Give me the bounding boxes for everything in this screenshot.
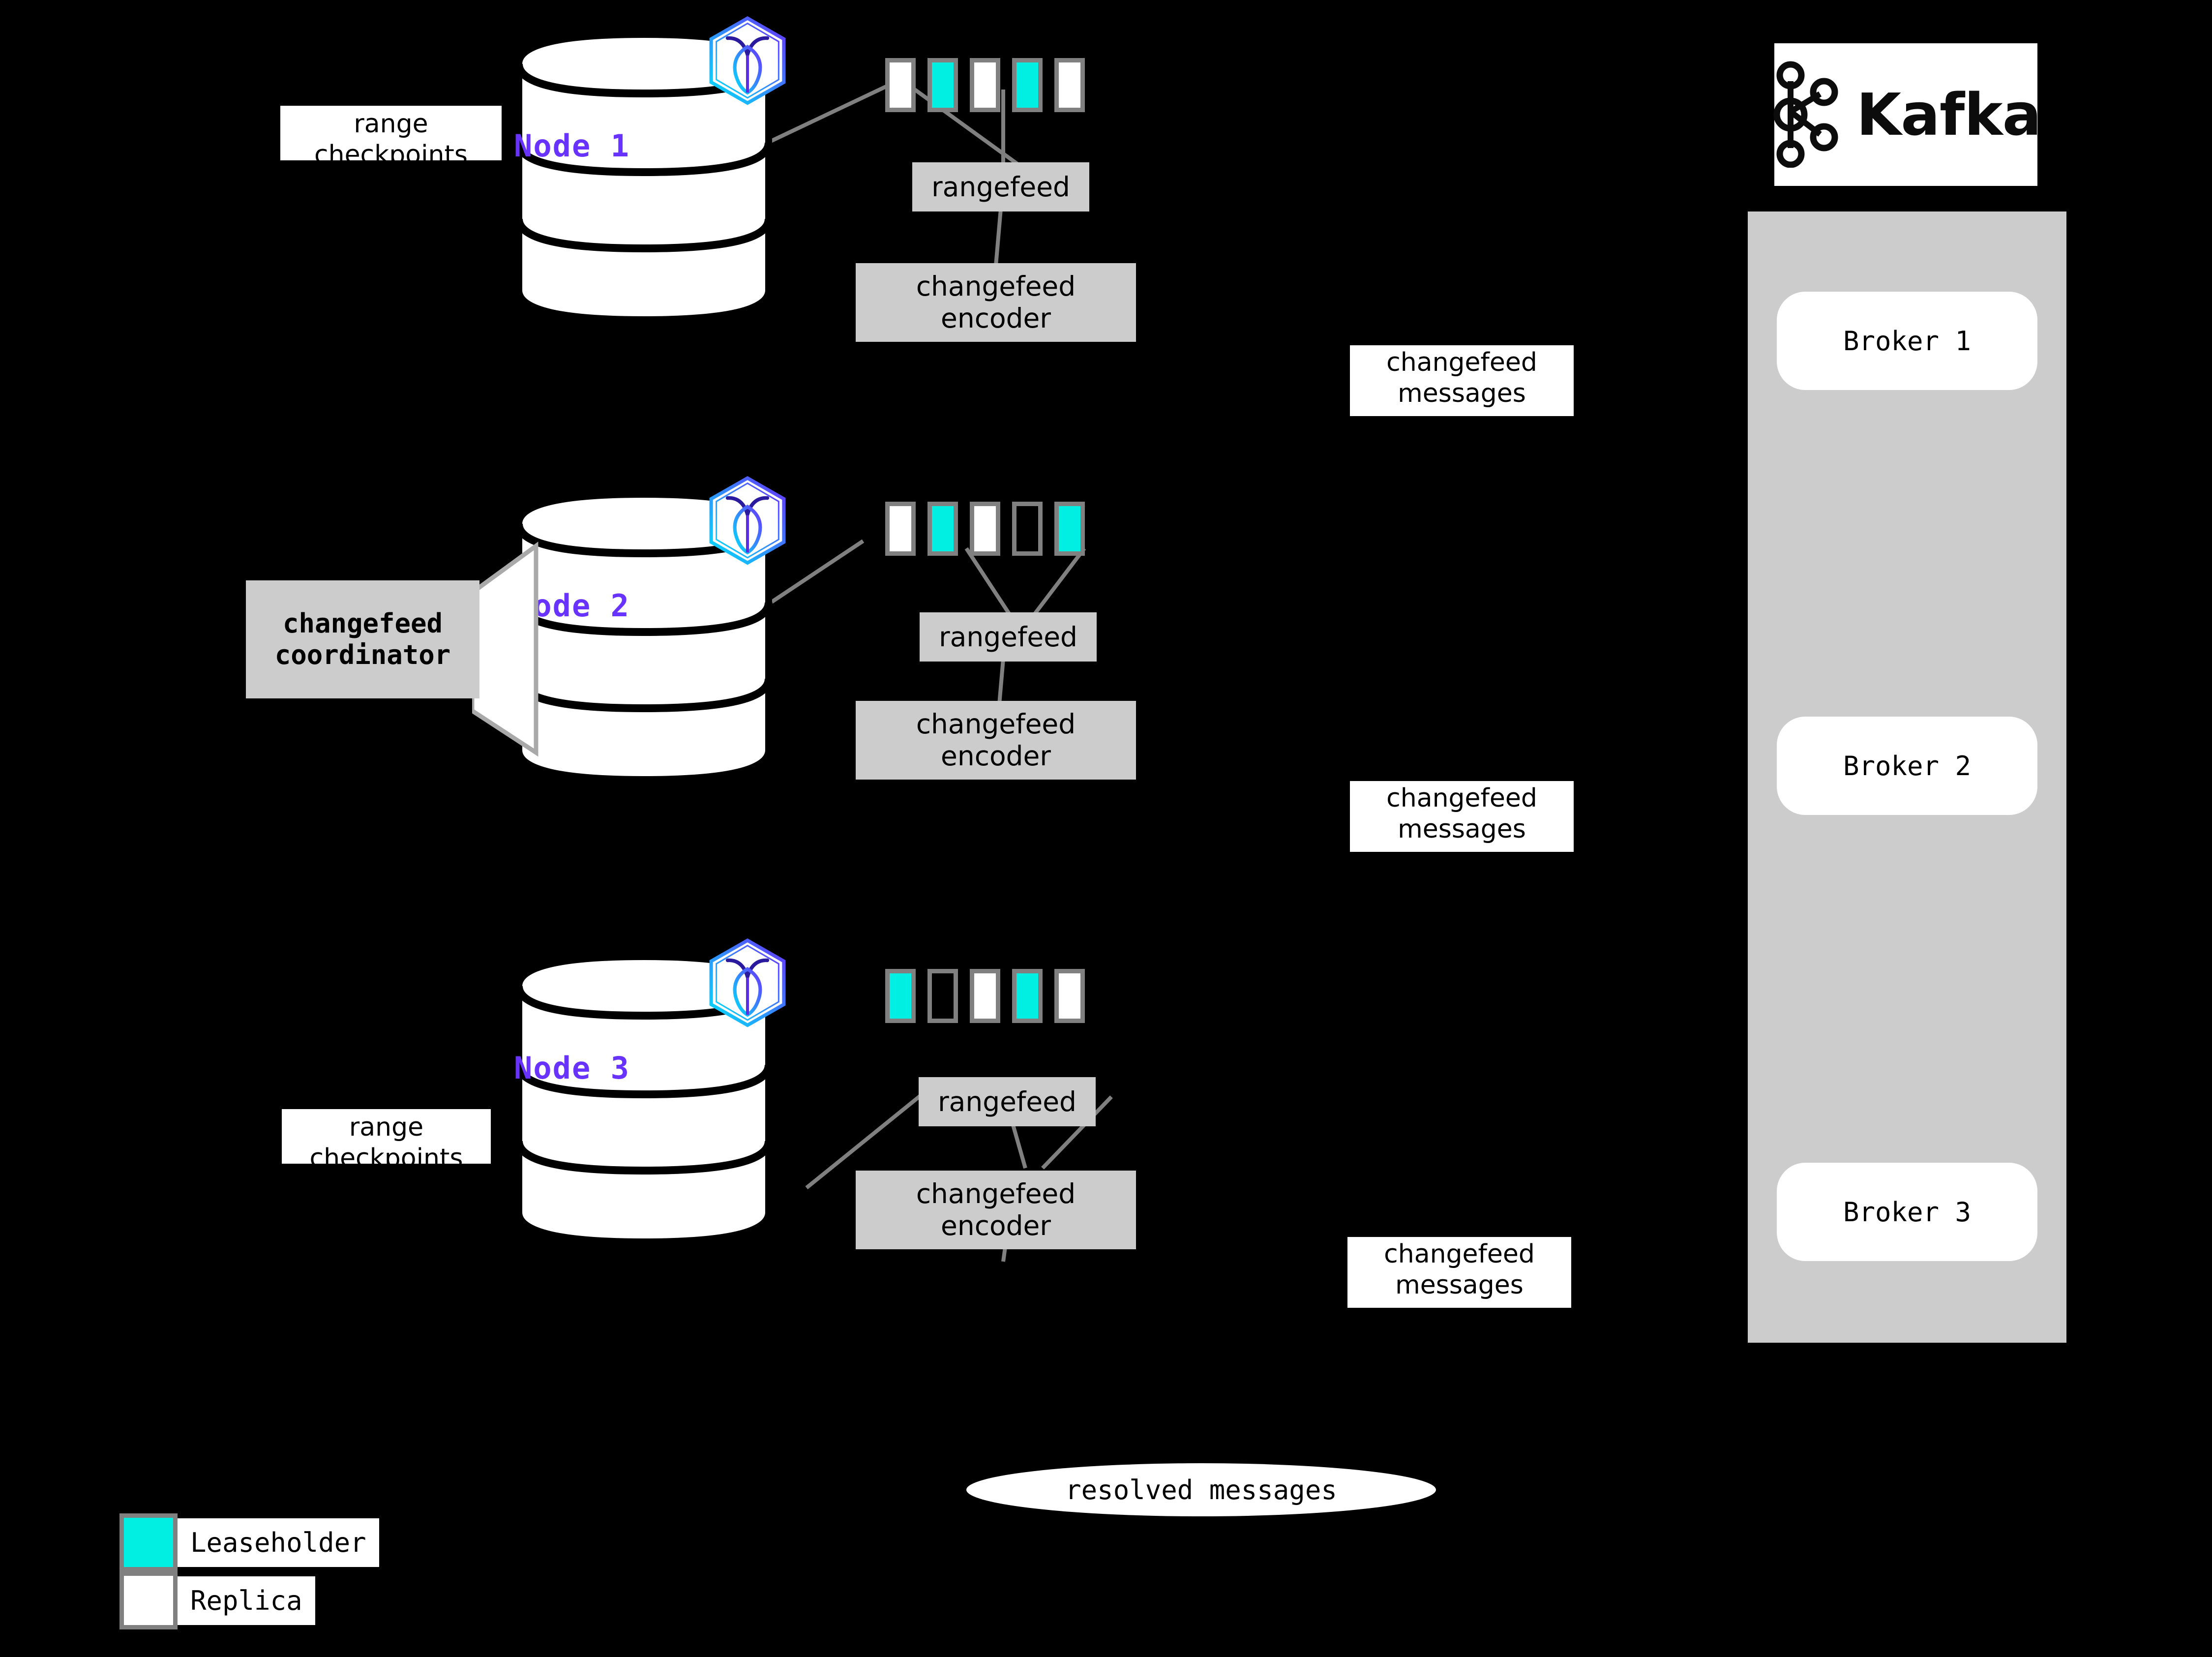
cockroachdb-hexagon-icon	[704, 15, 791, 108]
range-box	[1012, 969, 1043, 1023]
kafka-node-graph-icon	[1771, 60, 1844, 170]
range-box	[885, 969, 916, 1023]
range-box	[927, 969, 958, 1023]
range-box	[970, 502, 1000, 556]
node-2-coordinator-callout-shape	[472, 542, 538, 757]
node-3-encoder-box: changefeed encoder	[856, 1171, 1136, 1249]
node-3-rangefeed-box: rangefeed	[919, 1077, 1096, 1126]
range-box	[927, 502, 958, 556]
node-1-changefeed-messages-label: changefeed messages	[1350, 345, 1574, 416]
legend-item-replica: Replica	[120, 1571, 315, 1629]
range-box	[885, 502, 916, 556]
range-box	[1012, 502, 1043, 556]
node-3-ranges	[885, 969, 1085, 1023]
resolved-messages-pill: resolved messages	[966, 1463, 1436, 1516]
node-1-ranges	[885, 58, 1085, 112]
legend-label: Leaseholder	[178, 1518, 379, 1567]
node-2-rangefeed-box: rangefeed	[920, 612, 1097, 662]
range-box	[970, 969, 1000, 1023]
node-2-ranges	[885, 502, 1085, 556]
legend-item-leaseholder: Leaseholder	[120, 1513, 379, 1571]
node-1-encoder-box: changefeed encoder	[856, 263, 1136, 342]
kafka-logo-box: Kafka	[1771, 43, 2041, 186]
range-box	[885, 58, 916, 112]
node-2-cylinder	[514, 489, 774, 784]
node-2-changefeed-messages-label: changefeed messages	[1350, 781, 1574, 852]
cockroachdb-hexagon-icon	[704, 475, 791, 568]
legend-swatch-leaseholder-icon	[120, 1513, 178, 1571]
kafka-wordmark: Kafka	[1856, 81, 2042, 149]
range-box	[1054, 502, 1085, 556]
node-2-encoder-box: changefeed encoder	[856, 701, 1136, 780]
legend-swatch-replica-icon	[120, 1571, 178, 1629]
range-box	[1012, 58, 1043, 112]
node-1-range-checkpoints-label: range checkpoints	[280, 106, 502, 160]
cockroachdb-hexagon-icon	[704, 937, 791, 1030]
range-box	[1054, 969, 1085, 1023]
broker-item[interactable]: Broker 1	[1777, 292, 2037, 390]
range-box	[1054, 58, 1085, 112]
range-box	[970, 58, 1000, 112]
node-3-range-checkpoints-label: range checkpoints	[282, 1109, 491, 1164]
range-box	[927, 58, 958, 112]
broker-item[interactable]: Broker 2	[1777, 717, 2037, 815]
node-1-cylinder	[514, 30, 774, 325]
node-2-coordinator-box: changefeed coordinator	[246, 580, 479, 698]
node-1-rangefeed-box: rangefeed	[912, 162, 1089, 211]
legend-label: Replica	[178, 1576, 315, 1625]
node-3-cylinder	[514, 952, 774, 1247]
node-3-changefeed-messages-label: changefeed messages	[1347, 1237, 1571, 1308]
broker-item[interactable]: Broker 3	[1777, 1163, 2037, 1261]
